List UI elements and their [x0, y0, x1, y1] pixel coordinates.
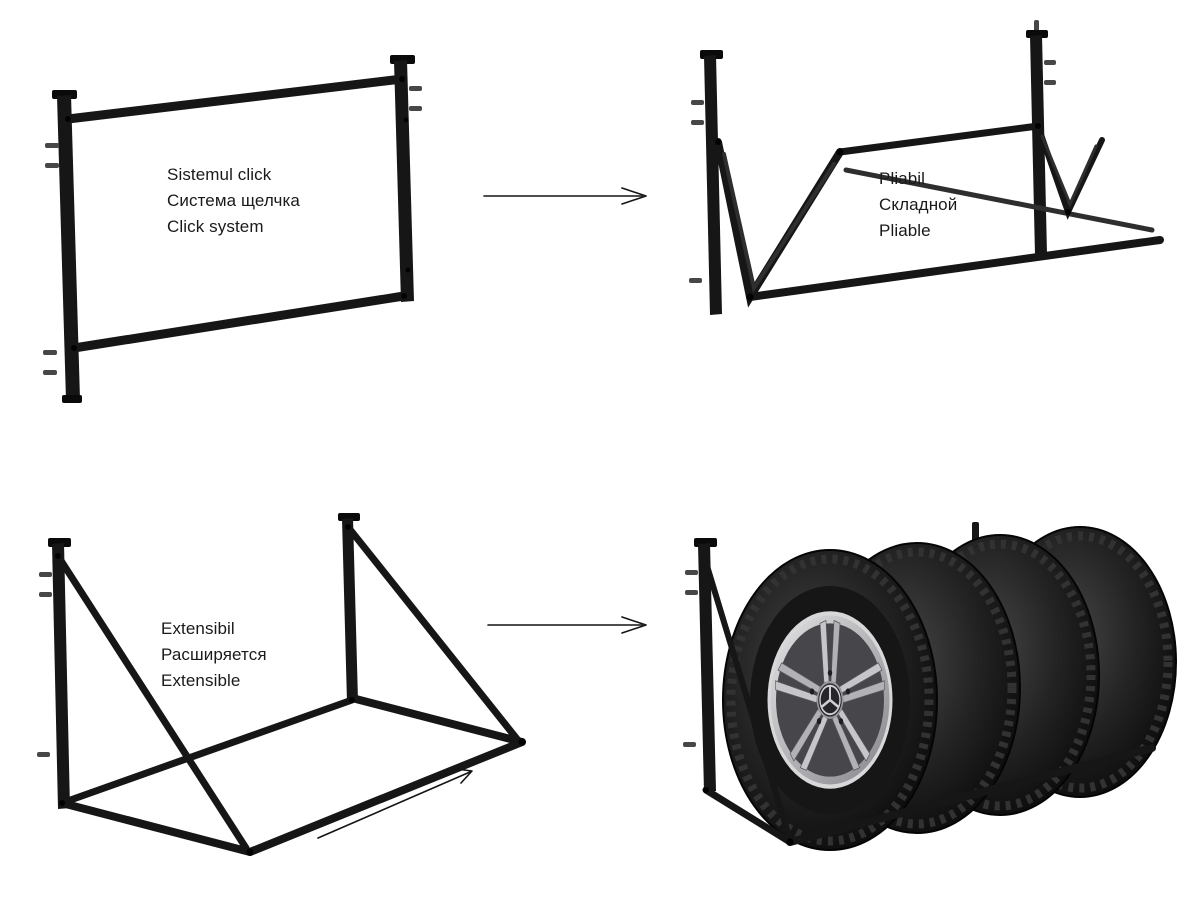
bolt [65, 116, 71, 122]
mount-peg [689, 278, 702, 283]
label-line: Система щелчка [167, 191, 300, 210]
mount-peg [685, 570, 698, 575]
arrow-head [621, 616, 647, 634]
mount-peg [43, 370, 57, 375]
tire-tread [987, 531, 1173, 793]
label-foldable: Pliabil Складной Pliable [879, 166, 957, 244]
wheel-spokes [775, 619, 885, 771]
bottom-rail [69, 291, 409, 353]
upper-folded-rail [836, 122, 1042, 156]
alloy-wheel [767, 611, 893, 789]
mount-peg [409, 106, 422, 111]
left-diagonal-brace [54, 552, 250, 852]
right-scissor-arm [1035, 123, 1105, 220]
flat-rack-illustration [43, 55, 422, 403]
mercedes-star-emblem [819, 684, 841, 716]
pivot-bolt [59, 800, 65, 806]
right-diagonal-brace [344, 523, 521, 743]
left-wall-post [704, 55, 722, 315]
pivot-bolt [786, 838, 794, 846]
diagonal-brace [701, 553, 793, 843]
front-rail [786, 744, 1156, 846]
rim-lip [767, 611, 893, 789]
pivot-bolt [1035, 123, 1041, 129]
pivot-bolt [746, 293, 754, 301]
mount-peg [691, 100, 704, 105]
folded-rack-illustration [689, 20, 1164, 315]
pivot-bolt [246, 848, 254, 856]
mount-peg [1034, 20, 1039, 33]
label-click-system: Sistemul click Система щелчка Click syst… [167, 162, 300, 240]
top-rail [63, 74, 407, 124]
bolt [399, 76, 405, 82]
extension-arrow-icon [317, 768, 473, 839]
pivot-bolt [836, 148, 844, 156]
tire-stack [722, 526, 1177, 851]
left-wall-post [57, 95, 80, 400]
left-wall-post [52, 543, 70, 809]
arrow-head [455, 768, 473, 784]
mount-peg [39, 592, 52, 597]
label-line: Складной [879, 195, 958, 214]
mount-peg [43, 350, 57, 355]
label-extensible: Extensibil Расширяется Extensible [161, 616, 267, 694]
mount-peg [683, 742, 696, 747]
extended-rack-illustration [37, 513, 526, 856]
mount-peg [45, 143, 59, 148]
right-base-arm [348, 694, 526, 746]
mount-peg [409, 86, 422, 91]
mount-peg [45, 163, 59, 168]
mount-peg [39, 572, 52, 577]
mount-peg [1044, 60, 1056, 65]
right-wall-post [394, 60, 414, 302]
lower-folded-rail [746, 236, 1164, 301]
label-line: Extensible [161, 671, 241, 690]
label-line: Pliabil [879, 169, 926, 188]
bolt [401, 293, 407, 299]
left-scissor-arm [714, 138, 844, 308]
left-wall-post [698, 543, 716, 792]
label-line: Extensibil [161, 619, 235, 638]
pivot-bolt [349, 697, 355, 703]
bolt [71, 345, 77, 351]
front-rail [246, 738, 526, 856]
label-line: Click system [167, 217, 264, 236]
lug-bolts [809, 669, 851, 725]
pivot-bolt [715, 139, 721, 145]
label-line: Расширяется [161, 645, 267, 664]
mount-peg [685, 590, 698, 595]
tire-tread [726, 554, 934, 846]
pivot-bolt [345, 524, 351, 530]
pivot-bolt [1065, 209, 1071, 215]
bolt [405, 267, 411, 273]
wall-side-rail [58, 696, 356, 807]
arrow-right-icon [487, 616, 647, 634]
right-scissor-inner-arm [1040, 134, 1098, 208]
right-wall-post [342, 518, 358, 702]
label-line: Sistemul click [167, 165, 272, 184]
bolt [403, 117, 409, 123]
arrow-head [621, 187, 647, 205]
mount-peg [37, 752, 50, 757]
mount-peg [1044, 80, 1056, 85]
left-scissor-inner-arm [722, 152, 836, 294]
pivot-bolt [518, 738, 526, 746]
second-folded-rail [843, 167, 1155, 233]
right-wall-post [1030, 35, 1047, 255]
label-line: Pliable [879, 221, 931, 240]
loaded-rack-illustration [683, 522, 1177, 851]
arrow-shaft [317, 771, 471, 839]
pivot-bolt [703, 787, 709, 793]
front-tire [722, 549, 938, 851]
arrow-right-icon [483, 187, 647, 205]
post-foot [62, 395, 82, 403]
tire-tread [904, 539, 1096, 811]
left-base-arm [702, 786, 794, 846]
left-base-arm [58, 799, 254, 856]
pivot-bolt [55, 553, 61, 559]
mount-peg [691, 120, 704, 125]
